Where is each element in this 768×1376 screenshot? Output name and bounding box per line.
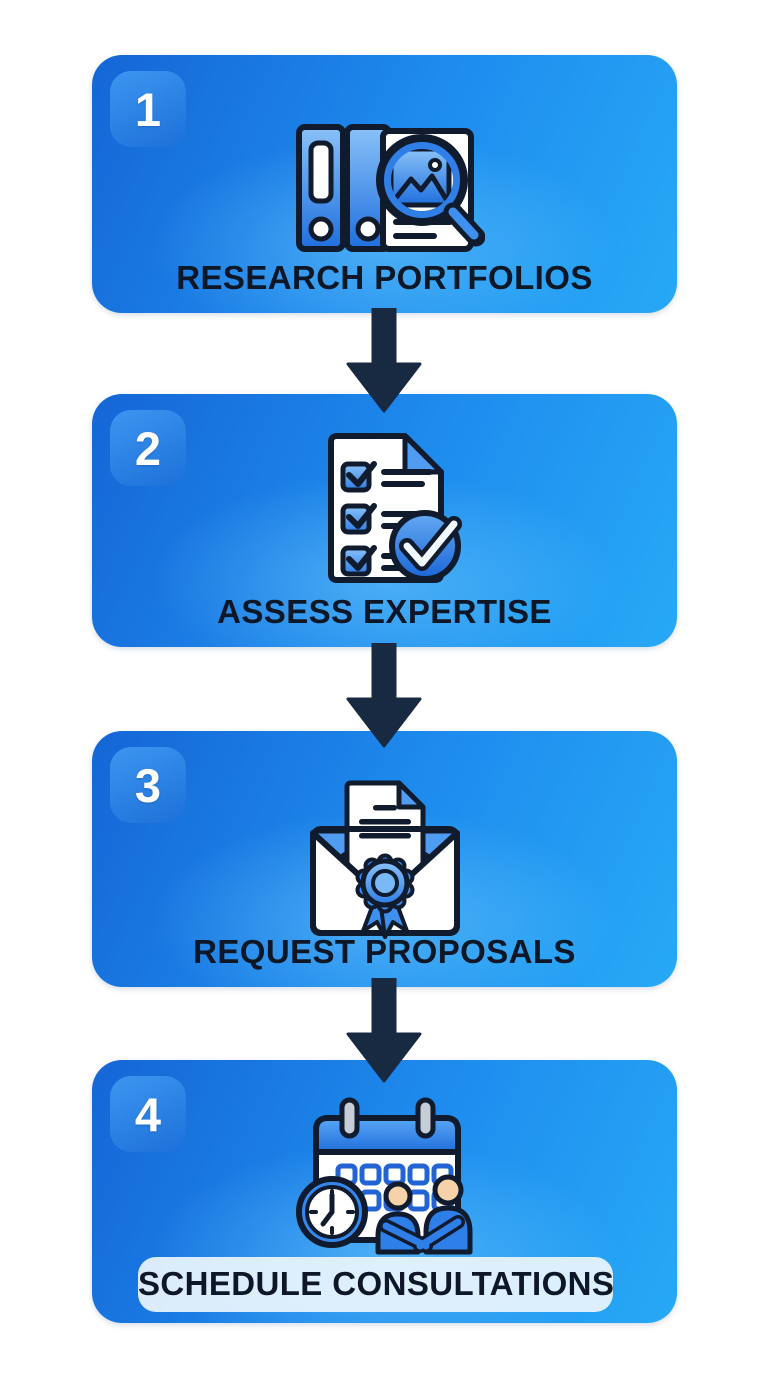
- assess-expertise-icon: [327, 433, 462, 583]
- step-card-4: 4: [92, 1060, 677, 1323]
- step-card-1: 1: [92, 55, 677, 313]
- step-label-pill: SCHEDULE CONSULTATIONS: [138, 1257, 614, 1312]
- step-number-badge: 4: [110, 1076, 186, 1152]
- schedule-consultations-icon: [295, 1097, 472, 1255]
- step-card-2: 2: [92, 394, 677, 647]
- step-number: 2: [134, 421, 162, 475]
- step-number: 3: [134, 758, 162, 812]
- step-number: 4: [134, 1087, 162, 1141]
- research-portfolios-icon: [295, 124, 485, 252]
- step-number: 1: [134, 82, 162, 136]
- request-proposals-icon: [309, 780, 460, 939]
- down-arrow-icon: [346, 978, 422, 1083]
- step-card-3: 3: [92, 731, 677, 987]
- step-number-badge: 3: [110, 747, 186, 823]
- step-label: RESEARCH PORTFOLIOS: [176, 259, 593, 296]
- step-label: REQUEST PROPOSALS: [193, 933, 576, 970]
- down-arrow-icon: [346, 308, 422, 413]
- step-number-badge: 2: [110, 410, 186, 486]
- step-number-badge: 1: [110, 71, 186, 147]
- down-arrow-icon: [346, 643, 422, 748]
- step-label: ASSESS EXPERTISE: [217, 593, 552, 630]
